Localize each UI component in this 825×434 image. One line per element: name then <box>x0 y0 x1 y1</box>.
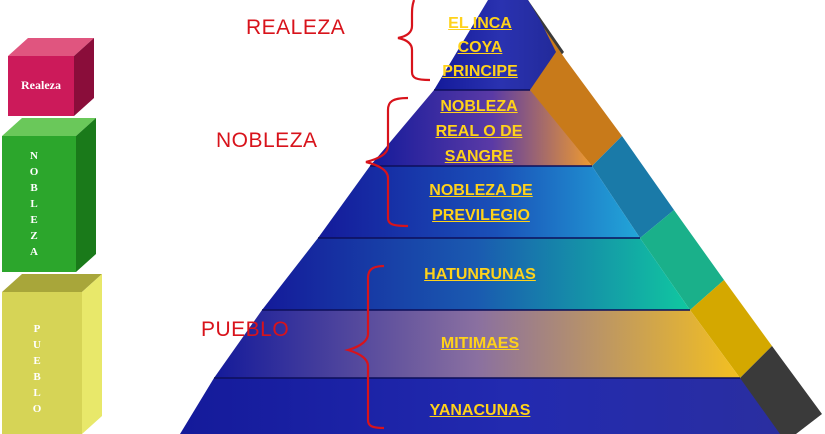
level-2-line-3: SANGRE <box>444 148 514 165</box>
level-1-line-1: EL INCA <box>448 15 512 32</box>
pyramid-level-5: MITIMAES <box>404 331 556 356</box>
level-3-line-1: NOBLEZA DE <box>429 182 533 199</box>
legend-box-realeza <box>8 38 94 116</box>
legend-box-pueblo <box>2 274 102 434</box>
legend-label-nobleza: NOBLEZA <box>28 150 40 262</box>
legend-label-pueblo: PUEBLO <box>31 323 43 419</box>
level-4-line-1: HATUNRUNAS <box>424 266 536 283</box>
pyramid-level-1: EL INCA COYA PRINCIPE <box>410 12 550 84</box>
level-6-line-1: YANACUNAS <box>429 402 531 419</box>
group-label-nobleza: NOBLEZA <box>216 129 318 152</box>
brace-realeza <box>397 0 431 82</box>
pyramid-level-4: HATUNRUNAS <box>394 262 566 287</box>
group-label-pueblo: PUEBLO <box>201 318 290 341</box>
brace-pueblo <box>343 264 385 430</box>
group-label-realeza: REALEZA <box>246 16 346 39</box>
pyramid-front <box>180 0 780 434</box>
level-1-line-3: PRINCIPE <box>442 63 518 80</box>
pyramid-level-2: NOBLEZA REAL O DE SANGRE <box>404 94 554 169</box>
brace-nobleza <box>365 96 409 228</box>
level-2-line-1: NOBLEZA <box>440 98 518 115</box>
level-2-line-2: REAL O DE <box>435 123 523 140</box>
legend-box-nobleza <box>2 118 96 272</box>
level-1-line-2: COYA <box>457 39 503 56</box>
legend-label-realeza: Realeza <box>21 78 61 92</box>
level-3-line-2: PREVILEGIO <box>432 207 530 224</box>
group-braces <box>343 0 431 430</box>
pyramid-level-6: YANACUNAS <box>398 398 562 423</box>
pyramid-level-3: NOBLEZA DE PREVILEGIO <box>396 178 566 228</box>
level-5-line-1: MITIMAES <box>440 335 520 352</box>
